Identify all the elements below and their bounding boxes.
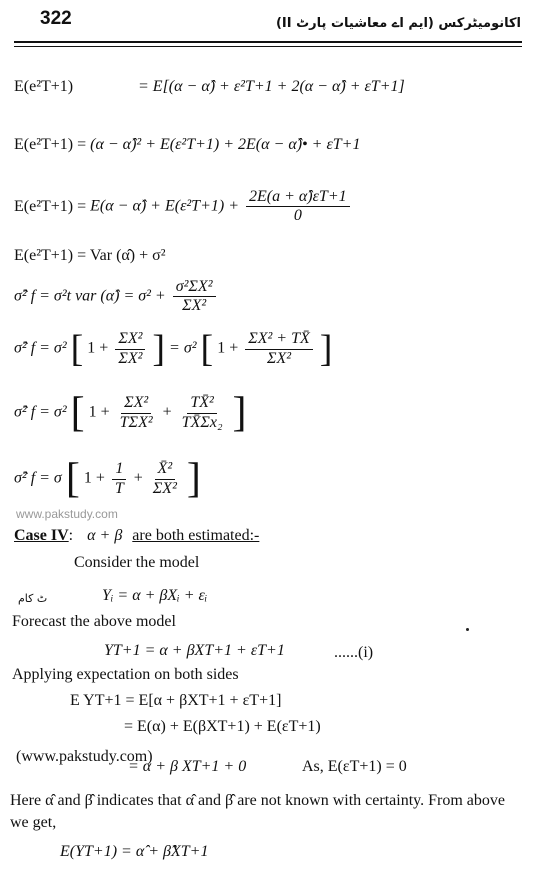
equation-3-lhs: E(e²T+1) =: [14, 197, 87, 215]
explanation-paragraph: Here α̂ and β̂ indicates that α̂ and β̂ …: [10, 792, 505, 831]
equation-6: σ̂² f = σ² [ 1 + ΣX² ΣX² ] = σ² [ 1 + ΣX…: [14, 330, 332, 368]
fraction-denominator: ΣX²: [266, 349, 292, 367]
equation-label-i: ......(i): [334, 644, 374, 661]
case-iv-rest: are both estimated:-: [132, 527, 260, 544]
equation-3-rhs: E(α − α̂) + E(ε²T+1) +: [90, 197, 239, 215]
equation-6-fraction-1: ΣX² ΣX²: [115, 330, 146, 368]
one-plus: 1 +: [88, 403, 110, 421]
equation-8-fraction-2: X̄² ΣX²: [150, 460, 180, 498]
one-plus: 1 +: [83, 469, 105, 487]
equation-2-lhs: E(e²T+1) =: [14, 136, 87, 153]
expectation-equation-2: = E(α) + E(βXT+1) + E(εT+1): [124, 718, 321, 735]
watermark: www.pakstudy.com: [16, 507, 118, 521]
equation-3: E(e²T+1) = E(α − α̂) + E(ε²T+1) + 2E(a +…: [14, 188, 353, 226]
fraction-denominator: ΣX²: [118, 349, 143, 367]
left-bracket: [: [70, 328, 84, 370]
fraction-denominator: TX̄Σx₂: [181, 413, 223, 431]
equation-5-fraction: σ²ΣX² ΣX²: [172, 278, 216, 316]
equation-8: σ̂² f = σ [ 1 + 1 T + X̄² ΣX² ]: [14, 456, 201, 502]
equation-7: σ̂² f = σ² [ 1 + ΣX² TΣX² + TX̄² TX̄Σx₂ …: [14, 390, 247, 436]
case-iv-params: α + β: [87, 527, 123, 544]
right-bracket: ]: [232, 390, 247, 436]
equation-5-lhs: σ̂² f = σ²t var (α̂) = σ² +: [14, 287, 166, 305]
equation-7-lhs: σ̂² f = σ²: [14, 403, 67, 421]
equation-7-fraction-2: TX̄² TX̄Σx₂: [179, 394, 226, 432]
equation-6-mid: = σ²: [169, 339, 197, 357]
consider-text: Consider the model: [74, 554, 200, 571]
fraction-numerator: X̄²: [154, 460, 176, 480]
equation-8-lhs: σ̂² f = σ: [14, 469, 62, 487]
right-bracket: ]: [319, 328, 333, 370]
left-bracket: [: [200, 328, 214, 370]
watermark-2: (www.pakstudy.com): [16, 748, 153, 765]
fraction-numerator: ΣX²: [115, 330, 146, 350]
equation-8-fraction-1: 1 T: [112, 460, 127, 498]
expectation-equation-3: = α + β XT+1 + 0: [128, 758, 247, 775]
equation-2-rhs: (α − α̂)² + E(ε²T+1) + 2E(α − α̂)• + εT+…: [90, 136, 361, 153]
equation-2: E(e²T+1) = (α − α̂)² + E(ε²T+1) + 2E(α −…: [14, 136, 360, 154]
fraction-denominator: T: [114, 479, 124, 497]
fraction-numerator: σ²ΣX²: [172, 278, 216, 298]
one-plus: 1 +: [217, 339, 239, 357]
applying-text: Applying expectation on both sides: [12, 666, 239, 683]
case-iv-colon: :: [68, 527, 74, 544]
fraction-denominator: 0: [293, 207, 302, 225]
expectation-equation-1: E YT+1 = E[α + βXT+1 + εT+1]: [70, 692, 282, 709]
one-plus: 1 +: [87, 339, 109, 357]
urdu-mark: ٹ کام: [18, 592, 48, 605]
fraction-numerator: ΣX² + TX̄: [245, 330, 313, 350]
equation-1-lhs: E(e²T+1): [14, 78, 74, 95]
equation-6-fraction-2: ΣX² + TX̄ ΣX²: [245, 330, 313, 368]
right-bracket: ]: [186, 456, 201, 502]
page-number: 322: [40, 8, 72, 29]
book-title: اکانومیٹرکس (ایم اے معاشیات پارٹ II): [275, 16, 521, 31]
fraction-numerator: ΣX²: [121, 394, 152, 414]
fraction-denominator: ΣX²: [152, 479, 177, 497]
fraction-numerator: 2E(a + α̂)εT+1: [246, 188, 350, 208]
left-bracket: [: [65, 456, 80, 502]
header-rule: [14, 41, 522, 43]
forecast-equation: YT+1 = α + βXT+1 + εT+1: [104, 642, 285, 659]
case-iv-heading: Case IV: α + β are both estimated:-: [14, 527, 259, 545]
equation-5: σ̂² f = σ²t var (α̂) = σ² + σ²ΣX² ΣX²: [14, 278, 219, 316]
final-equation: E(YT+1) = α̂ + β̂XT+1: [60, 843, 209, 860]
equation-1-rhs: = E[(α − α̂) + ε²T+1 + 2(α − α̂) + εT+1]: [138, 78, 405, 95]
forecast-text: Forecast the above model: [12, 613, 176, 630]
header-rule-thin: [14, 46, 522, 47]
fraction-numerator: TX̄²: [187, 394, 217, 414]
left-bracket: [: [70, 390, 85, 436]
equation-4: E(e²T+1) = Var (α̂) + σ²: [14, 247, 166, 264]
equation-7-fraction-1: ΣX² TΣX²: [117, 394, 156, 432]
equation-3-fraction: 2E(a + α̂)εT+1 0: [246, 188, 350, 226]
as-condition: As, E(εT+1) = 0: [302, 758, 407, 775]
equation-1: E(e²T+1) = E[(α − α̂) + ε²T+1 + 2(α − α̂…: [14, 78, 405, 96]
stray-dot: [466, 628, 469, 631]
fraction-denominator: ΣX²: [182, 297, 207, 315]
right-bracket: ]: [152, 328, 166, 370]
fraction-numerator: 1: [112, 460, 127, 480]
equation-6-lhs: σ̂² f = σ²: [14, 339, 67, 357]
model-equation: Yᵢ = α + βXᵢ + εᵢ: [102, 587, 208, 604]
case-iv-label: Case IV: [14, 527, 69, 544]
fraction-denominator: TΣX²: [119, 413, 153, 431]
